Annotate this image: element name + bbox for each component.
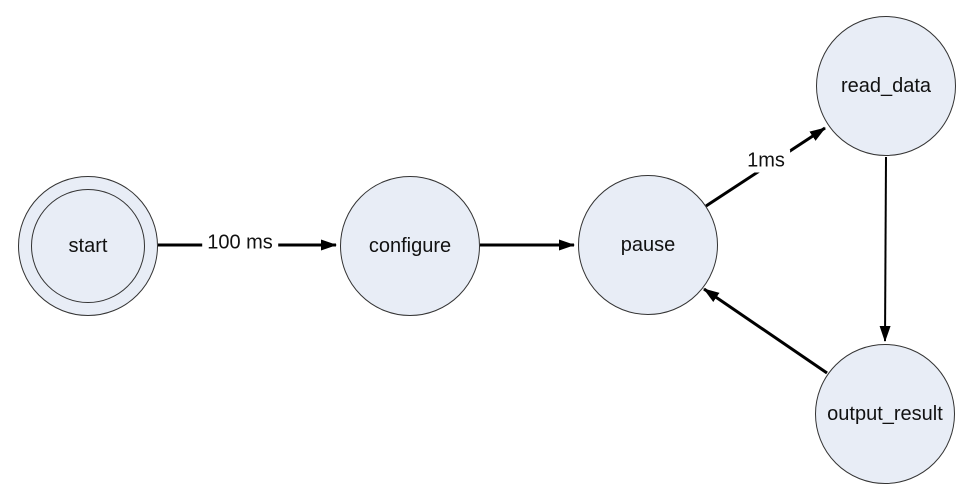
node-start: start	[18, 176, 158, 316]
edge-output-result-pause	[703, 287, 828, 375]
edge-read-data-output-result	[879, 156, 891, 342]
node-output-result-label: output_result	[827, 402, 943, 425]
start-inner-ring	[31, 189, 145, 303]
node-read-data-label: read_data	[840, 74, 932, 97]
node-pause: pause	[578, 175, 718, 315]
edge-label-100ms: 100 ms	[202, 231, 278, 255]
node-read-data: read_data	[816, 16, 956, 156]
node-output-result: output_result	[815, 344, 955, 484]
node-pause-label: pause	[620, 233, 676, 256]
node-configure-label: configure	[368, 234, 452, 257]
node-configure: configure	[340, 176, 480, 316]
node-start-label: start	[68, 234, 108, 257]
edge-label-1ms: 1ms	[742, 149, 790, 173]
